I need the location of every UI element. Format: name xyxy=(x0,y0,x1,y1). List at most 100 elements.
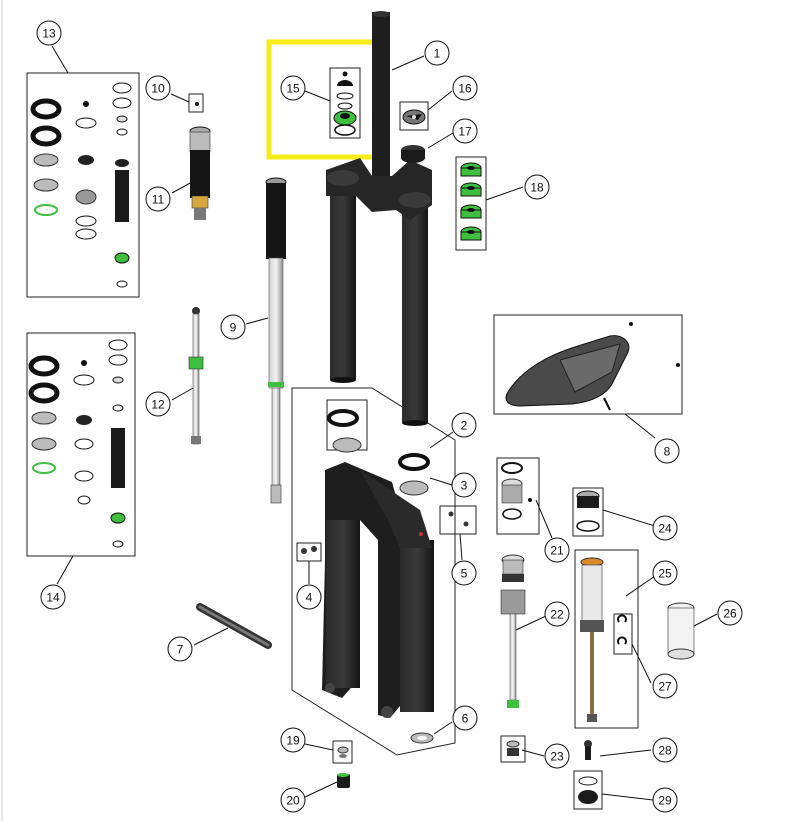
callout-27: 27 xyxy=(652,673,678,699)
box-13 xyxy=(26,72,140,298)
callout-label: 3 xyxy=(461,479,468,493)
clips-27 xyxy=(617,614,627,645)
callout-label: 8 xyxy=(664,445,671,459)
thru-axle-7 xyxy=(196,603,272,649)
callout-6: 6 xyxy=(452,705,478,731)
callout-13: 13 xyxy=(36,20,62,46)
callout-label: 28 xyxy=(658,744,672,758)
callout-5: 5 xyxy=(451,560,477,586)
callout-21: 21 xyxy=(544,537,570,563)
callout-label: 12 xyxy=(151,398,165,412)
box-8 xyxy=(493,314,683,415)
callout-10: 10 xyxy=(145,75,171,101)
part-19 xyxy=(337,746,349,758)
part-20 xyxy=(337,773,350,788)
box-28-29 xyxy=(573,770,603,810)
box-27 xyxy=(613,613,633,655)
box-19 xyxy=(332,740,353,764)
callout-22: 22 xyxy=(544,601,570,627)
box-18 xyxy=(455,156,487,251)
callout-label: 19 xyxy=(286,734,300,748)
knob-28 xyxy=(584,740,592,760)
callout-circle xyxy=(451,472,477,498)
callout-label: 21 xyxy=(550,544,564,558)
callout-28: 28 xyxy=(652,737,678,763)
callout-4: 4 xyxy=(296,584,322,610)
piston-24 xyxy=(576,490,600,532)
callout-17: 17 xyxy=(452,118,478,144)
callout-circle xyxy=(296,584,322,610)
box-16 xyxy=(399,101,429,131)
callout-circle xyxy=(280,787,306,813)
callout-circle xyxy=(452,118,478,144)
dust-seals xyxy=(327,409,430,496)
callout-label: 13 xyxy=(42,27,56,41)
box-5 xyxy=(439,505,477,535)
box-25 xyxy=(574,549,639,729)
callout-circle xyxy=(145,75,171,101)
callout-label: 9 xyxy=(230,321,237,335)
lower-legs xyxy=(322,462,434,718)
upper-fork-assembly xyxy=(326,11,432,426)
negative-piston-22 xyxy=(500,554,526,708)
box-23 xyxy=(500,735,526,763)
box-15 xyxy=(329,67,361,139)
callout-3: 3 xyxy=(451,472,477,498)
seal-kit-13 xyxy=(30,82,132,288)
callout-circle xyxy=(40,584,66,610)
callout-label: 29 xyxy=(658,794,672,808)
callout-circle xyxy=(36,20,62,46)
box-14 xyxy=(26,332,136,557)
callout-circle xyxy=(544,743,570,769)
callout-circle xyxy=(145,186,171,212)
bolt-4 xyxy=(301,546,317,554)
callout-7: 7 xyxy=(167,636,193,662)
fork-fender xyxy=(505,322,680,411)
box-4 xyxy=(296,542,322,562)
callout-circle xyxy=(280,75,306,101)
callout-circle xyxy=(544,601,570,627)
callout-11: 11 xyxy=(145,186,171,212)
callout-26: 26 xyxy=(717,600,743,626)
callout-8: 8 xyxy=(654,438,680,464)
callout-label: 25 xyxy=(658,567,672,581)
callout-15: 15 xyxy=(280,75,306,101)
sleeve-26 xyxy=(667,602,695,660)
callout-label: 24 xyxy=(658,522,672,536)
callout-label: 20 xyxy=(286,794,300,808)
bleed-screws-5 xyxy=(448,511,469,527)
air-spring-assembly xyxy=(189,102,211,220)
top-cap-kit xyxy=(333,71,357,136)
volume-spacers xyxy=(460,162,482,241)
callout-label: 2 xyxy=(461,419,468,433)
box-24 xyxy=(572,487,604,537)
callout-circle xyxy=(451,560,477,586)
callout-circle xyxy=(452,705,478,731)
callout-label: 5 xyxy=(461,567,468,581)
box-21 xyxy=(496,457,540,535)
valve-23 xyxy=(506,740,520,756)
box-2 xyxy=(291,387,456,756)
callout-12: 12 xyxy=(145,391,171,417)
crown-cap xyxy=(401,145,425,163)
piston-kit-21 xyxy=(501,462,532,520)
leader-lines xyxy=(51,45,718,801)
callout-circle xyxy=(652,560,678,586)
seal-kit-14 xyxy=(28,339,128,548)
box-10 xyxy=(188,93,204,113)
callout-label: 26 xyxy=(723,607,737,621)
callout-circle xyxy=(717,600,743,626)
washer-6 xyxy=(410,732,434,744)
cap-29 xyxy=(578,776,598,804)
callout-29: 29 xyxy=(652,787,678,813)
callout-circle xyxy=(544,537,570,563)
callout-label: 18 xyxy=(530,181,544,195)
callout-1: 1 xyxy=(424,40,450,66)
callout-circle xyxy=(451,412,477,438)
callout-label: 4 xyxy=(306,591,313,605)
callout-label: 7 xyxy=(177,643,184,657)
callout-20: 20 xyxy=(280,787,306,813)
callout-circle xyxy=(167,636,193,662)
callout-circle xyxy=(652,787,678,813)
